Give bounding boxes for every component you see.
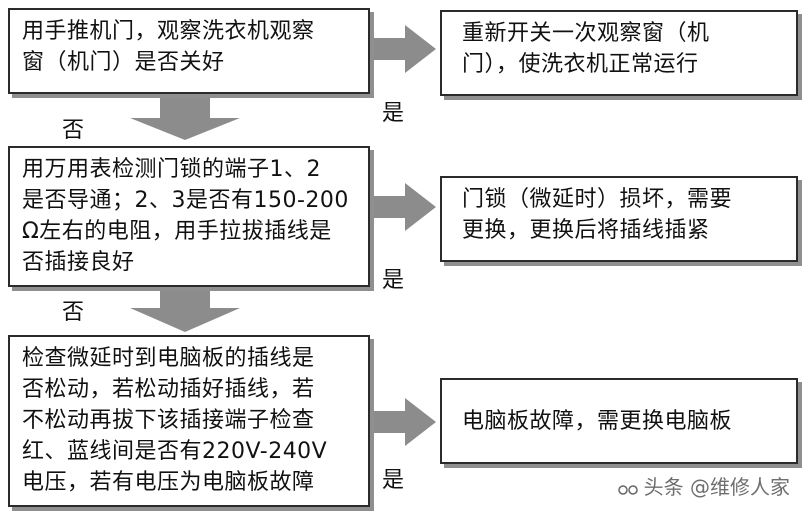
no-label-2: 否 <box>62 300 85 325</box>
yes-label-3: 是 <box>382 468 405 493</box>
result-box-1: 重新开关一次观察窗（机 门），使洗衣机正常运行 <box>440 10 798 96</box>
watermark: 头条 @维修人家 <box>643 475 790 499</box>
yes-label-2: 是 <box>382 268 405 293</box>
result-box-3: 电脑板故障，需更换电脑板 <box>440 378 798 464</box>
step-box-1: 用手推机门，观察洗衣机观察 窗（机门）是否关好 <box>8 8 370 94</box>
watermark-logo-icon <box>618 485 638 495</box>
arrow-yes-2 <box>370 183 436 231</box>
arrow-no-2 <box>130 288 240 332</box>
arrow-yes-1 <box>370 25 436 73</box>
arrow-yes-3 <box>370 398 436 446</box>
arrow-no-1 <box>130 95 240 140</box>
no-label-1: 否 <box>62 118 85 143</box>
step-box-3: 检查微延时到电脑板的插线是 否松动，若松动插好插线，若 不松动再拔下该插接端子检… <box>8 335 370 507</box>
step-box-2: 用万用表检测门锁的端子1、2 是否导通；2、3是否有150-200 Ω左右的电阻… <box>8 146 370 287</box>
result-box-2: 门锁（微延时）损坏，需要 更换，更换后将插线插紧 <box>440 176 798 262</box>
yes-label-1: 是 <box>382 101 405 126</box>
